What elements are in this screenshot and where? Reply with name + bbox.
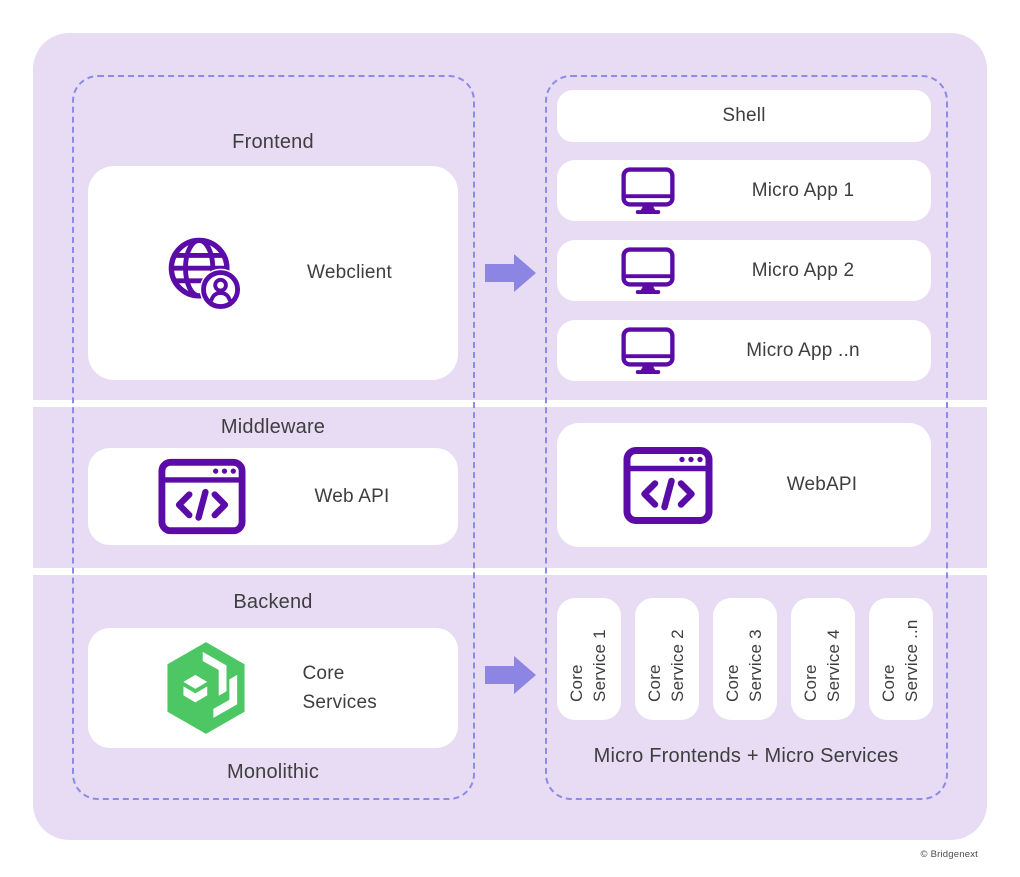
webclient-card: Webclient xyxy=(88,166,458,380)
web-api-card-label: Web API xyxy=(314,485,390,507)
core-service-pill: Core Service 2 xyxy=(635,598,699,720)
monitor-icon xyxy=(621,327,675,374)
core-service-pill: Core Service 3 xyxy=(713,598,777,720)
globe-user-icon xyxy=(167,236,241,310)
core-service-pill-label: Core Service 1 xyxy=(567,629,609,702)
core-services-label-wrap: Core Services xyxy=(247,659,458,718)
cube-icon xyxy=(165,641,247,735)
core-service-pill-label: Core Service ..n xyxy=(879,619,921,702)
core-service-pill: Core Service ..n xyxy=(869,598,933,720)
webclient-card-label: Webclient xyxy=(307,262,392,283)
micro-app-bar: Micro App 2 xyxy=(557,240,931,301)
monolithic-label: Monolithic xyxy=(226,761,320,783)
webapi-card-label: WebAPI xyxy=(786,474,858,495)
monolithic-container xyxy=(72,75,475,800)
micro-app-bar: Micro App ..n xyxy=(557,320,931,381)
micro-app-label: Micro App 1 xyxy=(751,179,855,201)
micro-app-label: Micro App ..n xyxy=(746,339,860,361)
copyright-text: © Bridgenext xyxy=(920,849,978,860)
core-service-pill: Core Service 1 xyxy=(557,598,621,720)
micro-app-label: Micro App 2 xyxy=(751,259,855,281)
core-service-pill-label: Core Service 3 xyxy=(723,629,765,702)
arrow-right-icon xyxy=(485,253,537,293)
arrow-right-icon xyxy=(485,655,537,695)
web-api-card: Web API xyxy=(88,448,458,545)
monitor-icon xyxy=(621,167,675,214)
micro-container xyxy=(545,75,948,800)
browser-code-icon xyxy=(158,458,246,535)
micro-frontends-label: Micro Frontends + Micro Services xyxy=(593,745,899,767)
micro-app-bar: Micro App 1 xyxy=(557,160,931,221)
core-services-card: Core Services xyxy=(88,628,458,748)
core-service-pill: Core Service 4 xyxy=(791,598,855,720)
core-services-card-label: Core Services xyxy=(302,662,377,713)
monitor-icon xyxy=(621,247,675,294)
core-service-pill-label: Core Service 4 xyxy=(801,629,843,702)
core-service-pill-label: Core Service 2 xyxy=(645,629,687,702)
shell-label: Shell xyxy=(722,105,766,126)
middleware-label: Middleware xyxy=(220,416,326,438)
shell-bar: Shell xyxy=(557,90,931,142)
frontend-label: Frontend xyxy=(232,131,314,153)
webapi-card: WebAPI xyxy=(557,423,931,547)
backend-label: Backend xyxy=(233,591,313,613)
browser-code-icon xyxy=(623,446,713,525)
